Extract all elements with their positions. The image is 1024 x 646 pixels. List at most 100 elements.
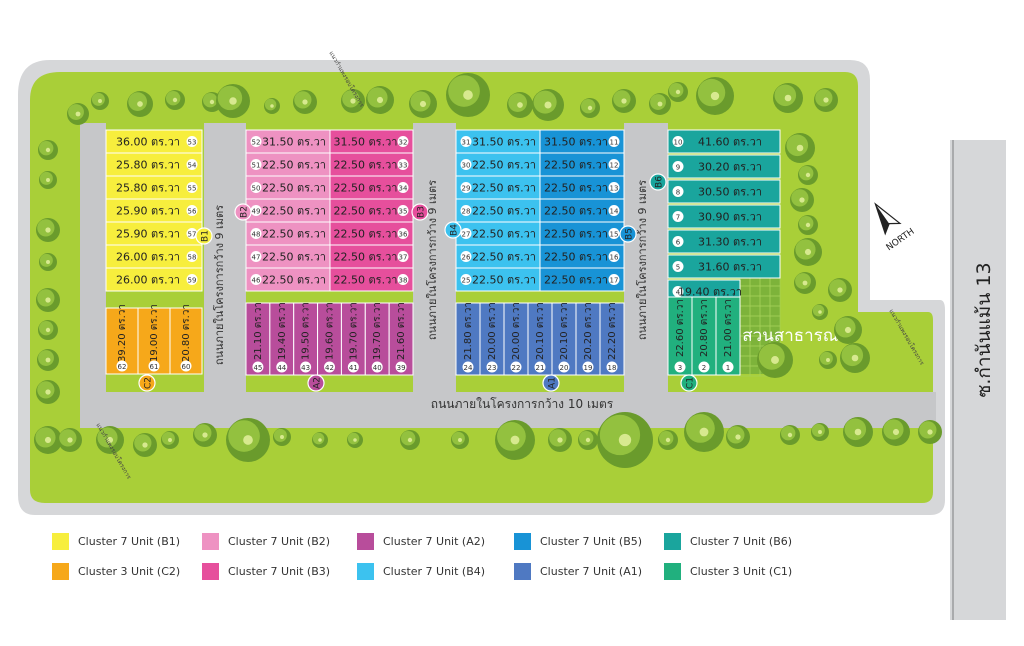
tree-icon [580, 98, 600, 118]
tree-icon [658, 430, 678, 450]
tree-icon [38, 320, 58, 340]
cluster-badge: B5 [619, 225, 637, 243]
svg-text:B3: B3 [417, 206, 427, 218]
plot-unit[interactable]: 22.60 ตร.วา3 [667, 296, 693, 376]
tree-icon [312, 432, 328, 448]
cluster-badge: A1 [542, 374, 560, 392]
svg-text:11: 11 [610, 138, 619, 146]
plot-unit[interactable]: 21.00 ตร.วา1 [715, 296, 741, 376]
svg-text:19.50 ตร.วา: 19.50 ตร.วา [301, 302, 312, 360]
tree-icon [36, 218, 60, 242]
svg-text:41: 41 [349, 364, 358, 372]
tree-icon [58, 428, 82, 452]
svg-text:20: 20 [560, 364, 569, 372]
cluster-badge: B1 [195, 227, 213, 245]
svg-text:39.20 ตร.วา: 39.20 ตร.วา [117, 304, 128, 362]
tree-icon [293, 90, 317, 114]
svg-text:31.50 ตร.วา: 31.50 ตร.วา [262, 136, 326, 149]
svg-text:B5: B5 [625, 228, 635, 240]
tree-icon [773, 83, 803, 113]
tree-icon [165, 90, 185, 110]
svg-text:B4: B4 [450, 224, 460, 236]
legend-swatch [514, 563, 531, 580]
svg-text:45: 45 [253, 364, 262, 372]
svg-text:31.50 ตร.วา: 31.50 ตร.วา [544, 136, 608, 149]
tree-icon [366, 86, 394, 114]
tree-icon [668, 82, 688, 102]
svg-text:60: 60 [182, 363, 191, 371]
tree-icon [726, 425, 750, 449]
plot-unit[interactable]: 20.80 ตร.วา2 [691, 296, 717, 376]
cluster-badge: B4 [444, 221, 462, 239]
plot-unit[interactable]: 6 31.30 ตร.วา [667, 229, 781, 254]
svg-text:6: 6 [676, 238, 681, 246]
svg-text:B1: B1 [201, 230, 211, 242]
svg-text:53: 53 [188, 138, 197, 146]
legend-swatch [514, 533, 531, 550]
svg-text:22.50 ตร.วา: 22.50 ตร.วา [472, 228, 536, 241]
svg-text:21.80 ตร.วา: 21.80 ตร.วา [463, 302, 474, 360]
svg-text:31.30 ตร.วา: 31.30 ตร.วา [698, 236, 762, 249]
svg-text:35: 35 [399, 207, 408, 215]
